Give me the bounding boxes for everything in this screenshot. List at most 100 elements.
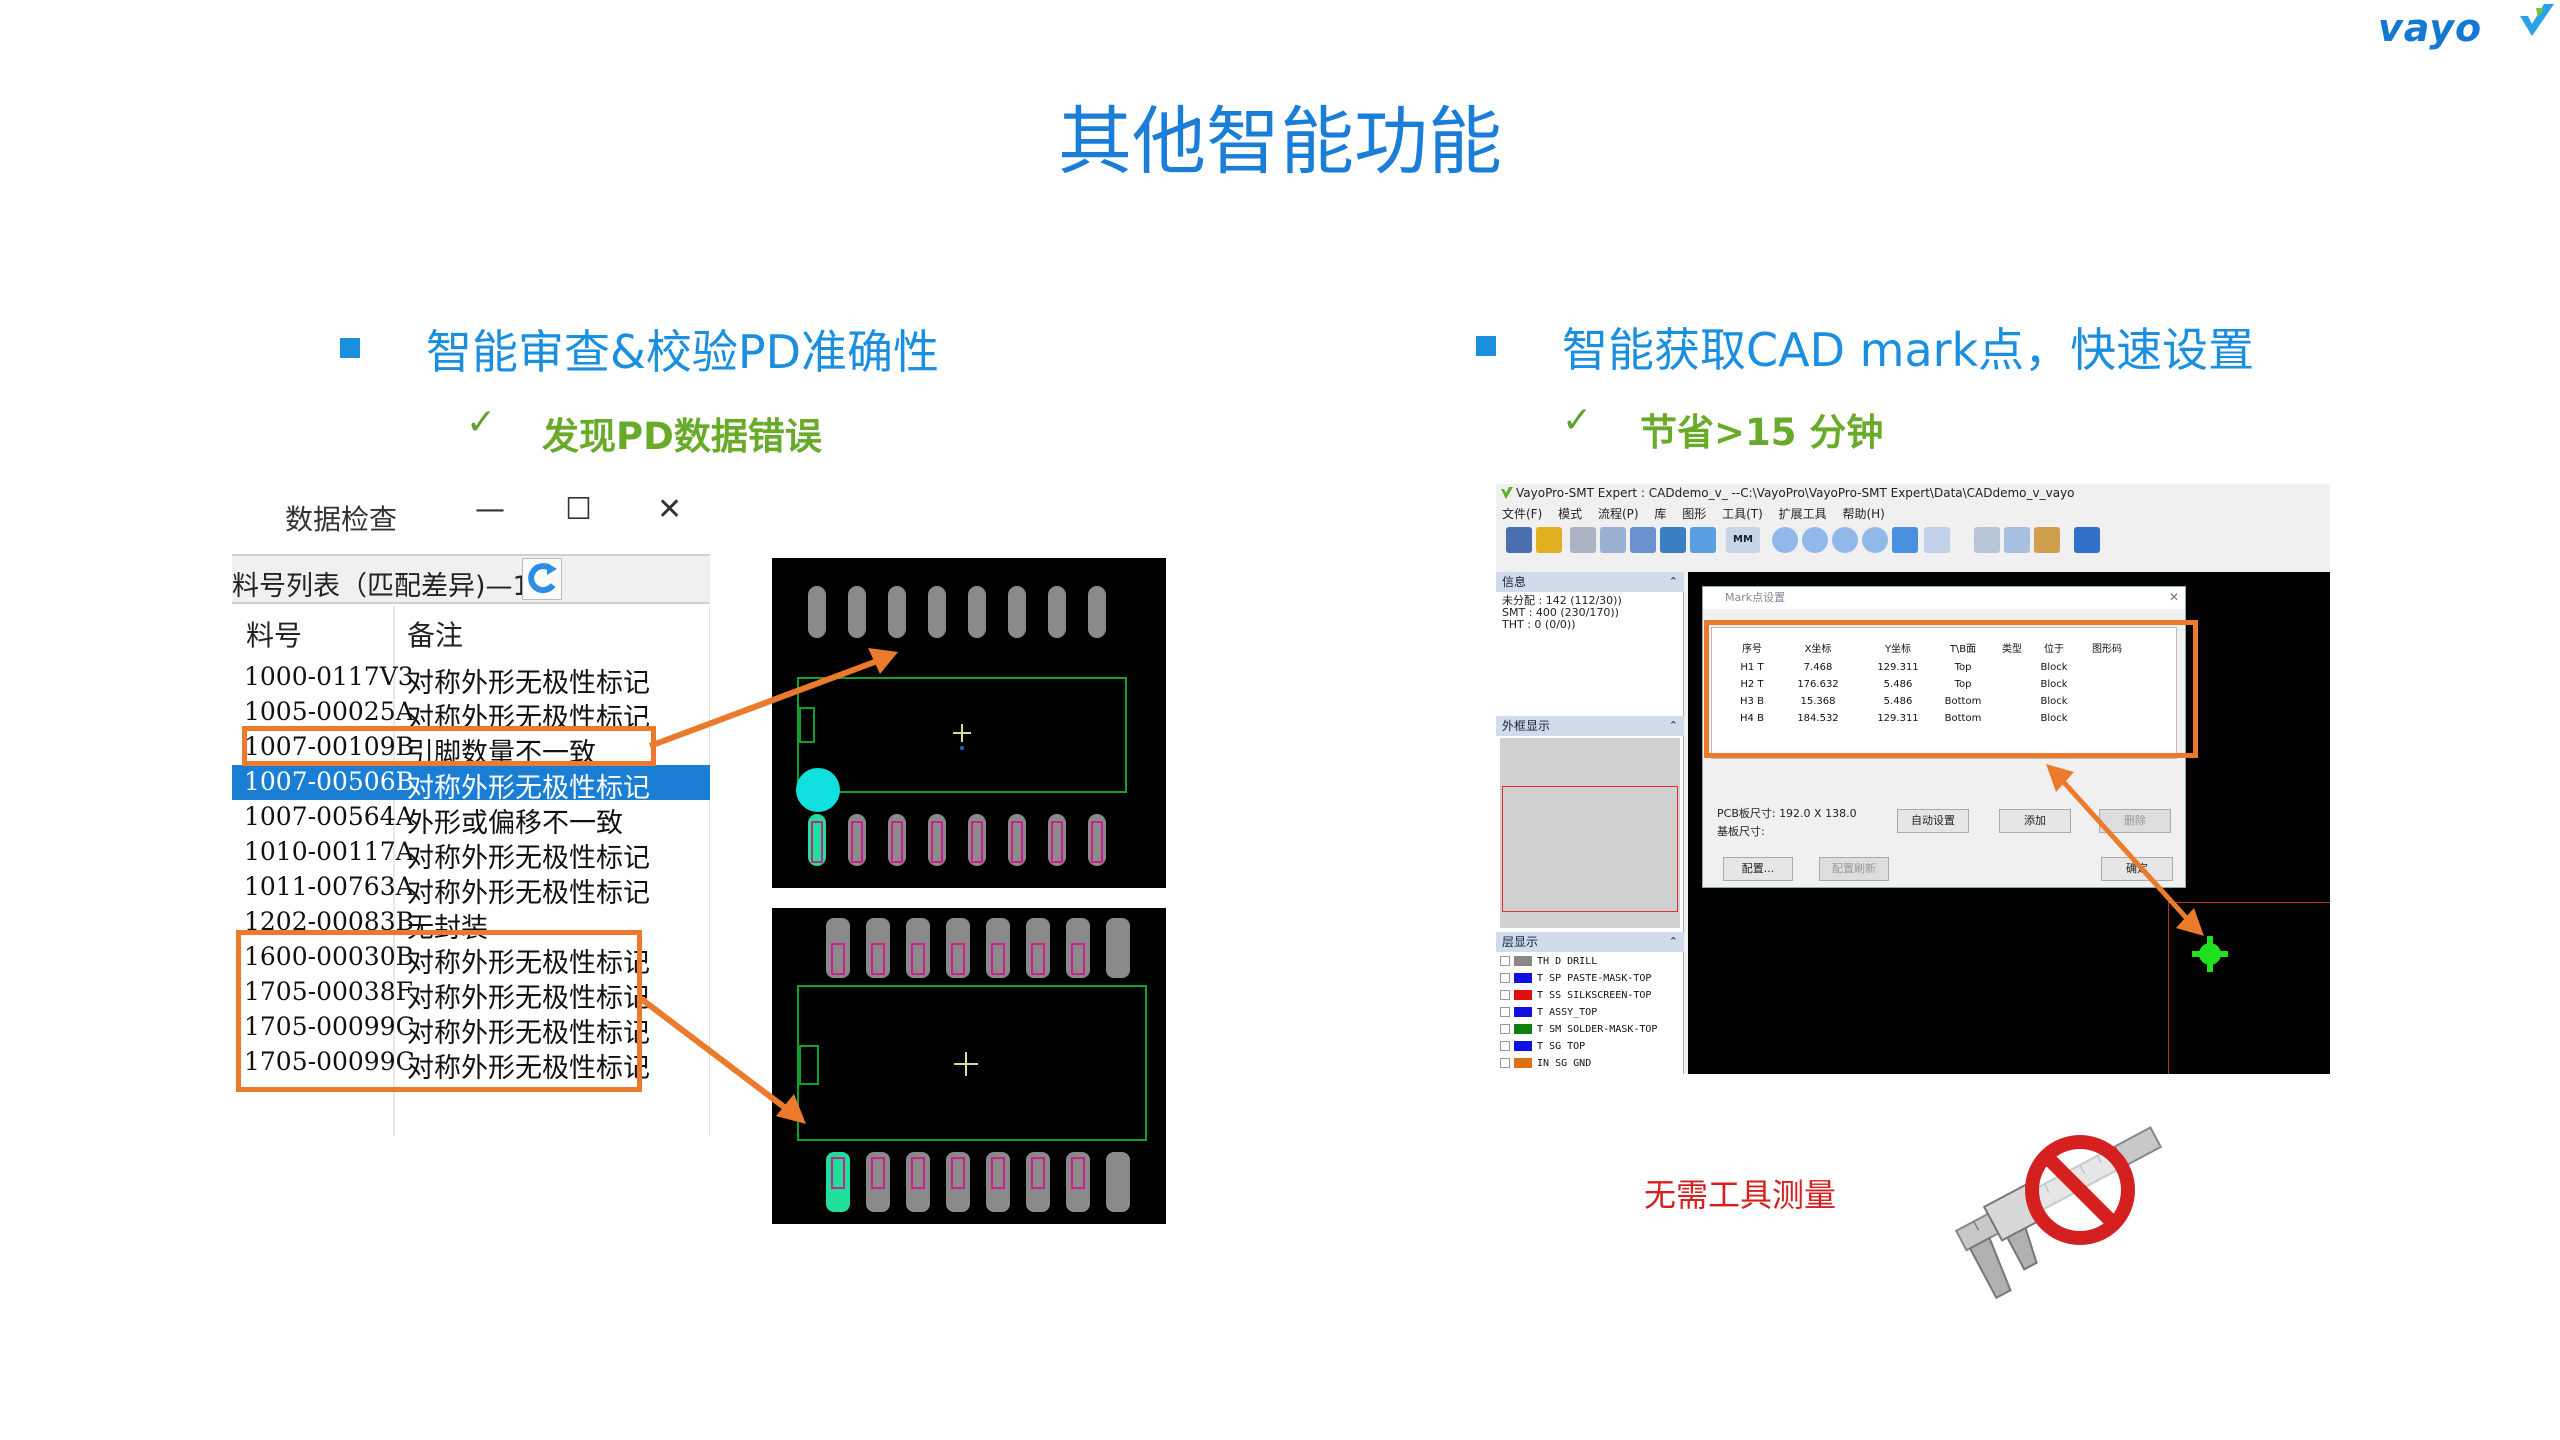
highlight-box-mark-grid [1704, 620, 2198, 758]
mark-point-icon [2192, 936, 2228, 972]
info-panel-header[interactable]: 信息⌃ [1496, 572, 1684, 592]
layer-color-swatch [1514, 990, 1532, 1000]
layer-row[interactable]: T ASSY_TOP [1500, 1007, 1597, 1023]
data-check-window-title: 数据检查 [285, 503, 398, 536]
grid-header: 类型 [2002, 644, 2022, 655]
layer-checkbox[interactable] [1500, 1024, 1510, 1034]
arrow-to-top-pcb [648, 648, 898, 749]
mark-point-grid: 序号 X坐标 Y坐标 T\B面 类型 位于 图形码 H1 T 7.468 129… [1711, 627, 2177, 759]
layer-panel-header[interactable]: 层显示⌃ [1496, 932, 1684, 952]
layer-checkbox[interactable] [1500, 973, 1510, 983]
pan-icon[interactable] [1892, 527, 1918, 553]
app-title-bar: VayoPro-SMT Expert : CADdemo_v_ --C:\Vay… [1516, 486, 2075, 500]
config-refresh-button[interactable]: 配置刷新 [1819, 857, 1889, 881]
collapse-icon[interactable]: ⌃ [1668, 719, 1678, 732]
layer-row[interactable]: T SG TOP [1500, 1041, 1585, 1057]
layer-checkbox[interactable] [1500, 1041, 1510, 1051]
align-icon[interactable] [1690, 527, 1716, 553]
layer-row[interactable]: T SP PASTE-MASK-TOP [1500, 973, 1651, 989]
menu-file[interactable]: 文件(F) [1502, 507, 1543, 521]
menu-library[interactable]: 库 [1654, 507, 1667, 521]
grid-header: 图形码 [2092, 644, 2122, 655]
ic-footprint-top [796, 586, 1127, 866]
pcb-view-bottom [772, 908, 1166, 1224]
measure-icon[interactable] [1974, 527, 2000, 553]
menu-ext-tools[interactable]: 扩展工具 [1778, 507, 1827, 521]
layer-row[interactable]: T SM SOLDER-MASK-TOP [1500, 1024, 1657, 1040]
bullet-square-right [1476, 336, 1496, 356]
cad-bom-icon[interactable] [1630, 527, 1656, 553]
bullet-square-left [340, 338, 360, 358]
refresh-icon [528, 563, 557, 594]
grid-header: Y坐标 [1884, 644, 1912, 655]
tools-icon[interactable] [2034, 527, 2060, 553]
outline-panel-header[interactable]: 外框显示⌃ [1496, 716, 1684, 736]
rotate-icon[interactable] [1924, 527, 1950, 553]
dialog-close-icon[interactable]: ✕ [2168, 590, 2179, 604]
zoom-out-icon[interactable] [1802, 527, 1828, 553]
collapse-icon[interactable]: ⌃ [1668, 935, 1678, 948]
config-button[interactable]: 配置... [1723, 857, 1793, 881]
add-button[interactable]: 添加 [1999, 809, 2071, 833]
part-list-toolbar: 料号列表（匹配差异)—12 [232, 554, 710, 604]
zoom-in-icon[interactable] [1772, 527, 1798, 553]
bom-compare-icon[interactable] [1600, 527, 1626, 553]
menu-mode[interactable]: 模式 [1558, 507, 1583, 521]
bom-icon[interactable] [1570, 527, 1596, 553]
layer-row[interactable]: T SS SILKSCREEN-TOP [1500, 990, 1651, 1006]
zoom-window-icon[interactable] [1862, 527, 1888, 553]
layer-checkbox[interactable] [1500, 990, 1510, 1000]
auto-set-button[interactable]: 自动设置 [1897, 809, 1969, 833]
right-sub-bullet: 节省>15 分钟 [1640, 411, 1884, 454]
logo-check-mark [2520, 4, 2554, 36]
left-sub-bullet: 发现PD数据错误 [542, 415, 822, 458]
collapse-icon[interactable]: ⌃ [1668, 575, 1678, 588]
layer-row[interactable]: TH D DRILL [1500, 956, 1597, 972]
vayo-logo: vayo [2378, 4, 2556, 50]
info-line: 未分配 : 142 (112/30)) [1502, 594, 1622, 607]
info-line: SMT : 400 (230/170)) [1502, 606, 1619, 619]
board-edge-line [2168, 902, 2330, 903]
menu-help[interactable]: 帮助(H) [1842, 507, 1885, 521]
layer-row[interactable]: IN SG GND [1500, 1058, 1591, 1074]
layer-checkbox[interactable] [1500, 1007, 1510, 1017]
unit-mm-button[interactable]: MM [1726, 527, 1760, 553]
refresh-button[interactable] [522, 558, 562, 600]
zoom-fit-icon[interactable] [1832, 527, 1858, 553]
slide-title: 其他智能功能 [1058, 99, 1502, 185]
highlight-box-pin-count [242, 726, 656, 766]
close-icon[interactable]: ✕ [657, 492, 683, 527]
right-bullet-text: 智能获取CAD mark点，快速设置 [1562, 323, 2255, 377]
menu-graphics[interactable]: 图形 [1682, 507, 1707, 521]
dialog-title: Mark点设置 [1703, 587, 2185, 609]
layer-color-swatch [1514, 1007, 1532, 1017]
menu-tools[interactable]: 工具(T) [1722, 507, 1763, 521]
layer-checkbox[interactable] [1500, 1058, 1510, 1068]
layer-checkbox[interactable] [1500, 956, 1510, 966]
left-bullet-text: 智能审查&校验PD准确性 [426, 325, 940, 379]
flip-icon[interactable] [2074, 527, 2100, 553]
check-icon-right: ✓ [1562, 400, 1593, 441]
minimize-icon[interactable]: — [475, 492, 505, 527]
maximize-icon[interactable]: ☐ [565, 492, 592, 527]
layer-icon[interactable] [2004, 527, 2030, 553]
settings-icon[interactable] [1660, 527, 1686, 553]
column-header-note: 备注 [407, 619, 464, 652]
menu-process[interactable]: 流程(P) [1597, 507, 1639, 521]
app-menu-bar: 文件(F) 模式 流程(P) 库 图形 工具(T) 扩展工具 帮助(H) [1502, 505, 1897, 522]
grid-header: X坐标 [1804, 644, 1832, 655]
open-icon[interactable] [1536, 527, 1562, 553]
save-icon[interactable] [1506, 527, 1532, 553]
